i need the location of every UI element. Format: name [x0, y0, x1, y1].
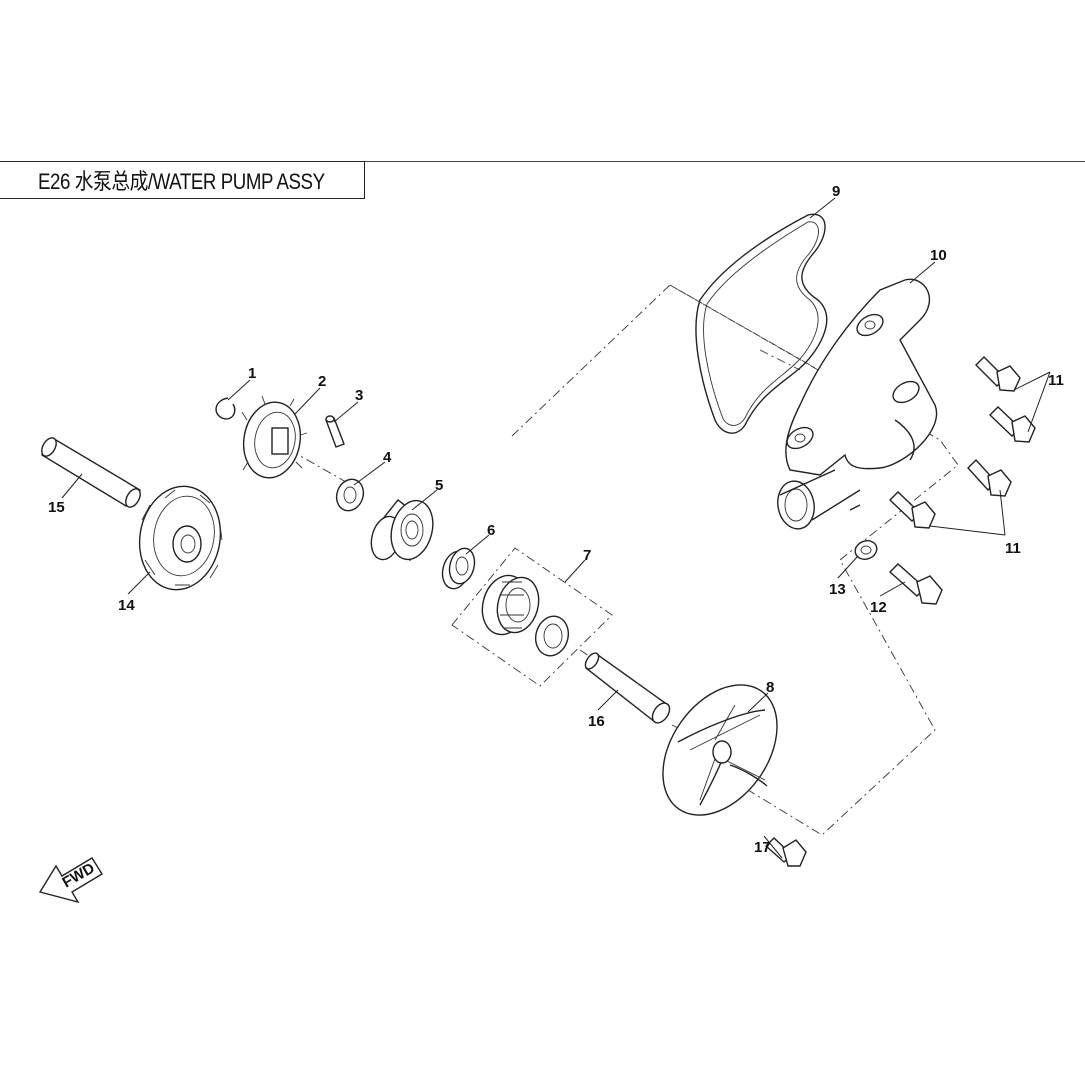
callout-11a: 11: [1048, 372, 1064, 389]
bearing-icon: [370, 499, 434, 562]
callout-8: 8: [766, 679, 774, 696]
bolt-icon: [888, 491, 936, 529]
pump-cover-icon: [777, 278, 938, 530]
washer-icon: [335, 478, 365, 512]
callout-11b: 11: [1005, 540, 1021, 557]
callout-7: 7: [583, 547, 591, 564]
bolt-icon: [988, 406, 1036, 443]
small-gear-icon: [241, 395, 308, 479]
callout-9: 9: [832, 183, 840, 200]
axis-line-1: [289, 449, 361, 491]
bolt-icon: [764, 837, 807, 867]
circlip-icon: [215, 397, 236, 420]
leader-lines: [61, 197, 1051, 859]
callout-15: 15: [48, 499, 65, 516]
callout-2: 2: [318, 373, 326, 390]
gasket-icon: [695, 213, 828, 434]
fwd-arrow-icon: FWD: [38, 857, 103, 904]
callout-13: 13: [829, 581, 846, 598]
shaft-icon: [584, 652, 671, 724]
page-title: E26 水泵总成/WATER PUMP ASSY: [38, 169, 325, 194]
large-gear-icon: [138, 485, 223, 591]
header-rule: [365, 161, 1085, 162]
bolt-icon: [888, 563, 943, 605]
seal-kit-outline: [451, 547, 613, 687]
callout-17: 17: [754, 839, 771, 856]
callout-1: 1: [248, 365, 256, 382]
callout-4: 4: [383, 449, 392, 466]
callout-16: 16: [588, 713, 605, 730]
washer-icon: [854, 540, 878, 560]
callout-10: 10: [930, 247, 947, 264]
callout-6: 6: [487, 522, 495, 539]
title-box: E26 水泵总成/WATER PUMP ASSY: [0, 161, 365, 199]
bolt-icon: [967, 458, 1012, 497]
pin-icon: [325, 415, 345, 448]
callout-12: 12: [870, 599, 887, 616]
callout-5: 5: [435, 477, 443, 494]
shaft-icon: [40, 437, 142, 508]
impeller-icon: [662, 684, 778, 816]
mechanical-seal-icon: [481, 574, 569, 657]
callout-3: 3: [355, 387, 363, 404]
axis-line-4: [759, 349, 801, 371]
callout-14: 14: [118, 597, 135, 614]
bolt-icon: [975, 356, 1021, 392]
seal-ring-icon: [441, 547, 476, 590]
